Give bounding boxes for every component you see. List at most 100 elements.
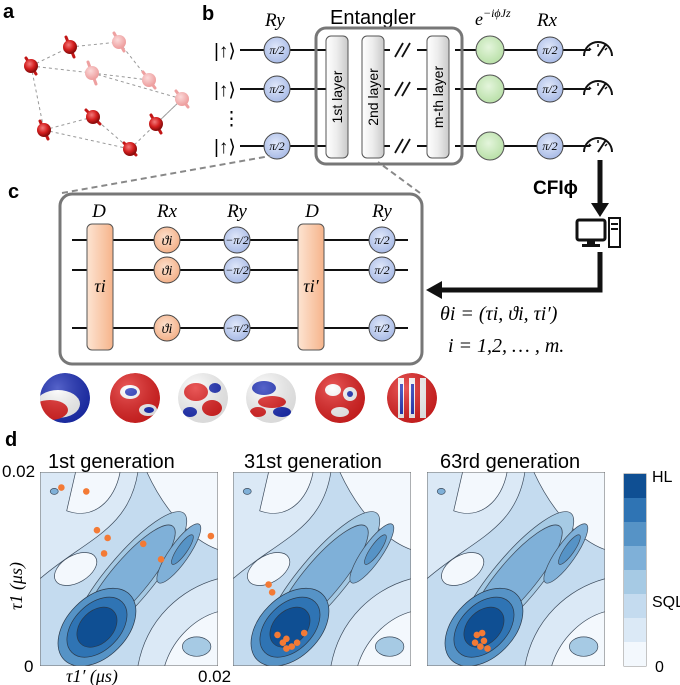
- y-axis-top: 0.02: [2, 462, 35, 481]
- svg-text:−π/2: −π/2: [225, 233, 248, 247]
- colorbar: [623, 473, 647, 667]
- rx-gate-1: π/2: [536, 36, 564, 64]
- svg-text:2nd layer: 2nd layer: [365, 68, 381, 126]
- ket-up-3: |↑⟩: [214, 137, 236, 158]
- sample-point-3-1: [473, 631, 481, 639]
- wigner-sphere-4: [246, 373, 296, 423]
- wigner-sphere-5: [315, 373, 365, 423]
- colorbar-step-7: [624, 618, 646, 642]
- svg-text:τi′: τi′: [303, 276, 319, 296]
- meter-icon: [583, 80, 613, 96]
- layer-1: 1st layer: [325, 35, 349, 159]
- c-col-label-rx: Rx: [156, 201, 178, 222]
- sample-point-1-5: [100, 550, 108, 557]
- colorbar-label-sql: SQL: [652, 594, 680, 611]
- panel-label-a: a: [3, 1, 15, 23]
- c-col-label-d2: D: [304, 201, 319, 222]
- sample-point-1-4: [104, 534, 111, 542]
- svg-text:π/2: π/2: [269, 82, 284, 96]
- layer-2: 2nd layer: [361, 35, 385, 159]
- svg-text:π/2: π/2: [542, 82, 557, 96]
- ry-gate-2: π/2: [263, 75, 291, 103]
- contour-plots: [40, 472, 605, 666]
- sample-point-1-6: [139, 540, 147, 548]
- qubit-ellipsis: ⋮: [222, 109, 241, 130]
- sample-point-2-3: [274, 631, 281, 639]
- layer-m: m-th layer: [426, 35, 450, 159]
- sample-point-3-3: [480, 637, 488, 645]
- svg-text:τi: τi: [94, 276, 105, 296]
- wigner-sphere-3: [178, 373, 228, 423]
- rx-theta-gate-1: ϑi: [153, 226, 181, 254]
- svg-text:π/2: π/2: [374, 233, 389, 247]
- sample-point-3-4: [477, 643, 484, 650]
- svg-text:π/2: π/2: [269, 43, 284, 57]
- colorbar-step-2: [624, 498, 646, 522]
- wigner-sphere-6: [387, 373, 437, 423]
- phase-gate-2: [475, 74, 505, 104]
- layer-detail-box: [58, 192, 424, 366]
- wigner-sphere-2: [110, 373, 160, 423]
- entangler-box: [314, 26, 464, 166]
- panel-label-c: c: [8, 181, 19, 203]
- colorbar-step-5: [624, 570, 646, 594]
- svg-text:−π/2: −π/2: [225, 321, 248, 335]
- c-col-label-ry2: Ry: [371, 201, 392, 222]
- svg-text:π/2: π/2: [374, 321, 389, 335]
- plot-title-2: 31st generation: [244, 451, 382, 473]
- wigner-spheres: [40, 373, 437, 423]
- sample-point-2-5: [279, 639, 287, 647]
- ket-up-1: |↑⟩: [214, 41, 236, 62]
- cfi-label: CFIϕ: [533, 178, 578, 199]
- svg-text:ϑi: ϑi: [162, 234, 173, 249]
- measurement-meters: [583, 41, 613, 153]
- zoom-line-right: [377, 161, 421, 194]
- ry-gate-3: π/2: [263, 132, 291, 160]
- x-axis-right: 0.02: [198, 667, 231, 685]
- colorbar-step-6: [624, 594, 646, 618]
- tau-block: τi: [86, 223, 114, 351]
- colorbar-label-hl: HL: [652, 469, 673, 486]
- plot-title-1: 1st generation: [48, 451, 175, 473]
- ry-neg-gate-3: −π/2: [223, 314, 251, 342]
- svg-text:π/2: π/2: [542, 43, 557, 57]
- svg-text:m-th layer: m-th layer: [430, 66, 446, 129]
- qubit-network: [24, 31, 190, 157]
- computer-icon: [575, 217, 621, 248]
- contour-plot-3: [427, 472, 605, 666]
- wigner-sphere-1: [40, 373, 90, 423]
- zoom-line-left: [61, 155, 271, 194]
- panel-label-b: b: [202, 3, 214, 25]
- sample-point-1-8: [157, 556, 165, 563]
- svg-text:ϑi: ϑi: [162, 322, 173, 337]
- svg-text:−π/2: −π/2: [225, 263, 248, 277]
- ry-pos-gate-3: π/2: [368, 314, 396, 342]
- colorbar-step-4: [624, 546, 646, 570]
- sample-point-2-7: [293, 639, 301, 647]
- rx-theta-gate-3: ϑi: [153, 314, 181, 342]
- y-axis-label: τ1 (μs): [6, 562, 27, 610]
- ry-column-label: Ry: [264, 10, 285, 31]
- sample-point-1-3: [93, 526, 101, 534]
- colorbar-step-1: [624, 474, 646, 498]
- c-col-label-d1: D: [91, 201, 106, 222]
- svg-text:ϑi: ϑi: [162, 264, 173, 279]
- feedback-loop: CFIϕ: [426, 160, 621, 299]
- colorbar-step-8: [624, 642, 646, 666]
- svg-text:π/2: π/2: [542, 139, 557, 153]
- ket-up-2: |↑⟩: [214, 80, 236, 101]
- sample-point-2-9: [283, 645, 290, 652]
- ry-pos-gate-1: π/2: [368, 226, 396, 254]
- svg-text:π/2: π/2: [374, 263, 389, 277]
- ry-neg-gate-2: −π/2: [223, 256, 251, 284]
- sample-point-3-2: [478, 629, 486, 637]
- phase-gate-3: [475, 131, 505, 161]
- sample-point-3-6: [471, 639, 479, 647]
- y-axis-bottom: 0: [24, 657, 33, 676]
- tau-prime-block: τi′: [297, 223, 325, 351]
- rx-column-label: Rx: [536, 10, 558, 31]
- colorbar-step-3: [624, 522, 646, 546]
- wire-break-marks: [394, 42, 411, 154]
- qubit-wires-b: [240, 49, 590, 147]
- rx-gate-2: π/2: [536, 75, 564, 103]
